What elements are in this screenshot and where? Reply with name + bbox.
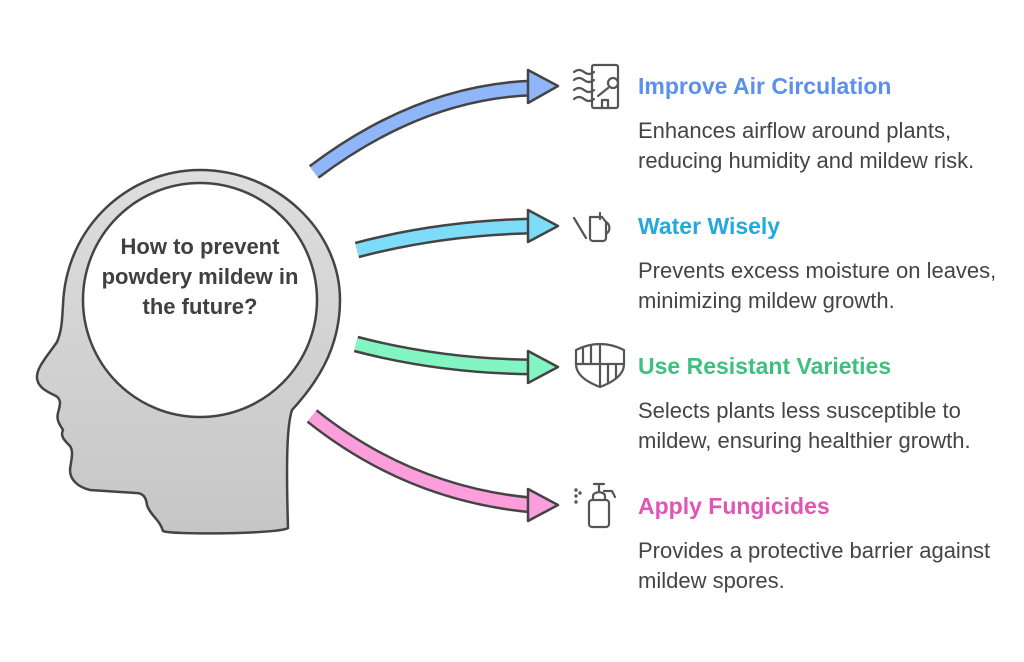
spray-bottle-icon <box>574 482 617 529</box>
item-resistant-varieties: Use Resistant Varieties Selects plants l… <box>638 352 998 456</box>
arrow-water-wisely <box>354 208 560 259</box>
shield-icon <box>574 342 626 389</box>
arrow-air-circulation <box>308 68 560 179</box>
air-flow-icon <box>572 63 620 110</box>
arrow-fungicides <box>306 409 560 523</box>
item-description: Provides a protective barrier against mi… <box>638 538 991 593</box>
watering-can-icon <box>572 211 611 243</box>
item-fungicides: Apply Fungicides Provides a protective b… <box>638 492 998 596</box>
central-question: How to prevent powdery mildew in the fut… <box>101 234 299 319</box>
item-title: Improve Air Circulation <box>638 73 892 99</box>
item-description: Enhances airflow around plants, reducing… <box>638 118 975 173</box>
item-air-circulation: Improve Air Circulation Enhances airflow… <box>638 72 998 176</box>
item-description: Prevents excess moisture on leaves, mini… <box>638 258 997 313</box>
item-water-wisely: Water Wisely Prevents excess moisture on… <box>638 212 998 316</box>
item-title: Water Wisely <box>638 213 781 239</box>
arrow-resistant-varieties <box>353 335 560 385</box>
item-title: Use Resistant Varieties <box>638 353 892 379</box>
item-title: Apply Fungicides <box>638 493 830 519</box>
item-description: Selects plants less susceptible to milde… <box>638 398 971 453</box>
thought-circle <box>81 181 319 419</box>
